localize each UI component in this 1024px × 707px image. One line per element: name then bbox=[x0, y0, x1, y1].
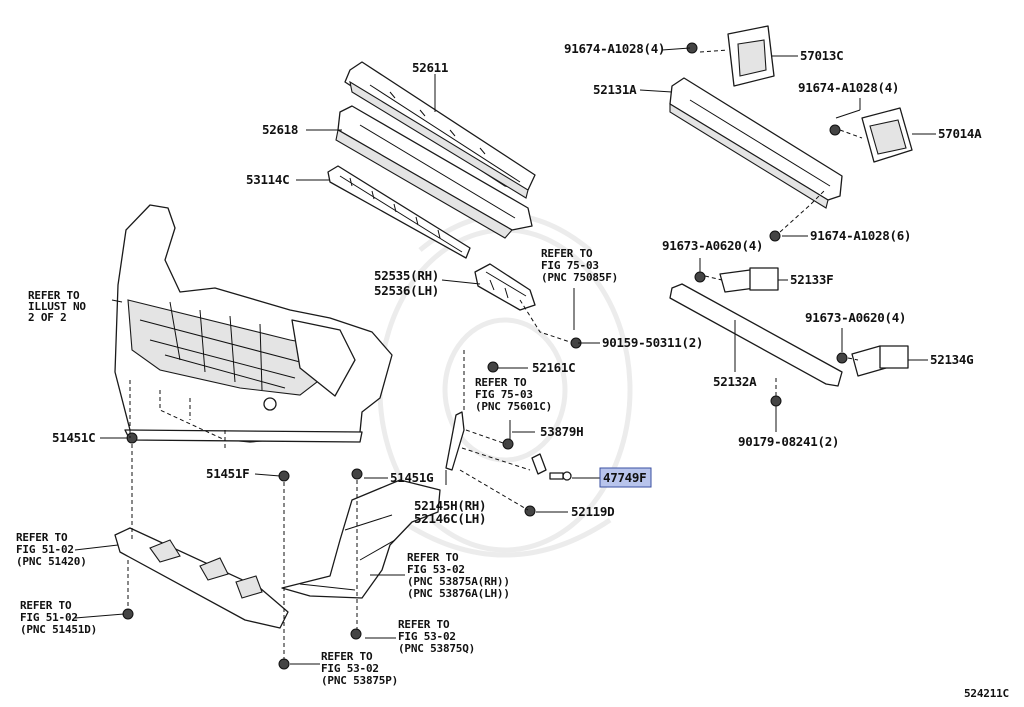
part-53879h-clip bbox=[531, 453, 547, 475]
part-52145h-bracket bbox=[445, 411, 465, 471]
part-52535-bracket bbox=[474, 263, 536, 311]
label-47749f[interactable]: 47749F bbox=[603, 470, 647, 485]
label-91674-mid[interactable]: 91674-A1028(4) bbox=[798, 80, 899, 95]
clip-51451c bbox=[126, 432, 138, 444]
part-52618-absorber bbox=[335, 105, 533, 239]
svg-text:FIG 53-02: FIG 53-02 bbox=[398, 630, 456, 643]
clip-51451g bbox=[351, 468, 363, 480]
label-91674-top[interactable]: 91674-A1028(4) bbox=[564, 41, 665, 56]
label-52131a[interactable]: 52131A bbox=[593, 82, 637, 97]
part-52131a-beam bbox=[669, 77, 843, 209]
highlight-47749f bbox=[599, 467, 652, 488]
svg-text:(PNC 53875Q): (PNC 53875Q) bbox=[398, 642, 475, 655]
reference-notes: REFER TO ILLUST NO 2 OF 2 REFER TO FIG 7… bbox=[16, 247, 618, 687]
svg-text:2 OF 2: 2 OF 2 bbox=[28, 311, 67, 324]
svg-text:REFER TO: REFER TO bbox=[398, 618, 450, 631]
svg-text:FIG 75-03: FIG 75-03 bbox=[541, 259, 599, 272]
ref-fig51-51420[interactable]: REFER TO FIG 51-02 (PNC 51420) bbox=[16, 531, 87, 568]
svg-text:(PNC 75085F): (PNC 75085F) bbox=[541, 271, 618, 284]
svg-text:FIG 53-02: FIG 53-02 bbox=[407, 563, 465, 576]
fastener-symbols bbox=[122, 42, 848, 670]
part-bumper-cover bbox=[114, 204, 393, 443]
clip-52161c bbox=[487, 361, 499, 373]
bolt-91673-right bbox=[836, 352, 848, 364]
ref-fig53-53875p[interactable]: REFER TO FIG 53-02 (PNC 53875P) bbox=[321, 650, 398, 687]
part-fender-liner bbox=[281, 479, 441, 599]
part-52133f-spacer bbox=[719, 267, 779, 293]
label-52618[interactable]: 52618 bbox=[262, 122, 298, 137]
diagram-id: 524211C bbox=[964, 687, 1009, 700]
nut-90179 bbox=[770, 395, 782, 407]
svg-text:REFER TO: REFER TO bbox=[321, 650, 373, 663]
label-90179[interactable]: 90179-08241(2) bbox=[738, 434, 839, 449]
label-51451c[interactable]: 51451C bbox=[52, 430, 96, 445]
part-labels: 52611 52618 53114C 52535(RH) 52536(LH) 5… bbox=[52, 41, 982, 526]
label-52132a[interactable]: 52132A bbox=[713, 374, 757, 389]
label-52134g[interactable]: 52134G bbox=[930, 352, 974, 367]
bolt-91673-left bbox=[694, 271, 706, 283]
svg-text:(PNC 51451D): (PNC 51451D) bbox=[20, 623, 97, 636]
label-53114c[interactable]: 53114C bbox=[246, 172, 290, 187]
svg-text:(PNC 75601C): (PNC 75601C) bbox=[475, 400, 552, 413]
svg-text:FIG 51-02: FIG 51-02 bbox=[20, 611, 78, 624]
label-91674-6[interactable]: 91674-A1028(6) bbox=[810, 228, 911, 243]
clip-53875p bbox=[278, 658, 290, 670]
svg-text:(PNC 53876A(LH)): (PNC 53876A(LH)) bbox=[407, 587, 510, 600]
label-57013c[interactable]: 57013C bbox=[800, 48, 844, 63]
part-52134g-spacer bbox=[851, 345, 909, 377]
clip-51451d bbox=[122, 608, 134, 620]
part-47749f-bolt bbox=[549, 471, 572, 481]
ref-fig51-51451d[interactable]: REFER TO FIG 51-02 (PNC 51451D) bbox=[20, 599, 97, 636]
svg-text:FIG 51-02: FIG 51-02 bbox=[16, 543, 74, 556]
label-53879h[interactable]: 53879H bbox=[540, 424, 584, 439]
svg-text:REFER TO: REFER TO bbox=[16, 531, 68, 544]
label-52119d[interactable]: 52119D bbox=[571, 504, 615, 519]
svg-text:REFER TO: REFER TO bbox=[541, 247, 593, 260]
label-52536[interactable]: 52536(LH) bbox=[374, 283, 439, 298]
label-51451g[interactable]: 51451G bbox=[390, 470, 434, 485]
svg-text:REFER TO: REFER TO bbox=[475, 376, 527, 389]
part-52611-reinforcement bbox=[344, 61, 536, 199]
label-52161c[interactable]: 52161C bbox=[532, 360, 576, 375]
leader-lines bbox=[74, 47, 936, 665]
svg-text:(PNC 53875P): (PNC 53875P) bbox=[321, 674, 398, 687]
label-51451f[interactable]: 51451F bbox=[206, 466, 250, 481]
svg-text:REFER TO: REFER TO bbox=[407, 551, 459, 564]
label-52133f[interactable]: 52133F bbox=[790, 272, 834, 287]
label-91673-right[interactable]: 91673-A0620(4) bbox=[805, 310, 906, 325]
part-57013c-bracket bbox=[727, 25, 775, 87]
label-91673-left[interactable]: 91673-A0620(4) bbox=[662, 238, 763, 253]
label-52145h[interactable]: 52145H(RH) bbox=[414, 498, 487, 513]
svg-text:FIG 75-03: FIG 75-03 bbox=[475, 388, 533, 401]
part-52132a-beam bbox=[669, 283, 843, 387]
ref-illust-2of2[interactable]: REFER TO ILLUST NO 2 OF 2 bbox=[28, 289, 87, 324]
svg-text:(PNC 53875A(RH)): (PNC 53875A(RH)) bbox=[407, 575, 510, 588]
clip-53875q bbox=[350, 628, 362, 640]
ref-fig53-53875q[interactable]: REFER TO FIG 53-02 (PNC 53875Q) bbox=[398, 618, 475, 655]
clip-53879h bbox=[502, 438, 514, 450]
label-52611[interactable]: 52611 bbox=[412, 60, 448, 75]
label-52535[interactable]: 52535(RH) bbox=[374, 268, 439, 283]
part-57014a-bracket bbox=[861, 107, 913, 163]
ref-fig75-75085f[interactable]: REFER TO FIG 75-03 (PNC 75085F) bbox=[541, 247, 618, 284]
svg-text:ILLUST NO: ILLUST NO bbox=[28, 300, 86, 313]
dashed-lines bbox=[127, 49, 863, 660]
bolt-91674-6 bbox=[769, 230, 781, 242]
svg-text:REFER TO: REFER TO bbox=[20, 599, 72, 612]
svg-text:FIG 53-02: FIG 53-02 bbox=[321, 662, 379, 675]
clip-52119d bbox=[524, 505, 536, 517]
ref-fig75-75601c[interactable]: REFER TO FIG 75-03 (PNC 75601C) bbox=[475, 376, 552, 413]
label-52146c[interactable]: 52146C(LH) bbox=[414, 511, 487, 526]
clip-51451f bbox=[278, 470, 290, 482]
svg-text:REFER TO: REFER TO bbox=[28, 289, 80, 302]
svg-text:(PNC 51420): (PNC 51420) bbox=[16, 555, 87, 568]
part-under-cover bbox=[114, 527, 289, 629]
label-57014a[interactable]: 57014A bbox=[938, 126, 982, 141]
bolt-91674-mid bbox=[829, 124, 841, 136]
label-90159[interactable]: 90159-50311(2) bbox=[602, 335, 703, 350]
ref-fig53-53875a[interactable]: REFER TO FIG 53-02 (PNC 53875A(RH)) (PNC… bbox=[407, 551, 510, 600]
